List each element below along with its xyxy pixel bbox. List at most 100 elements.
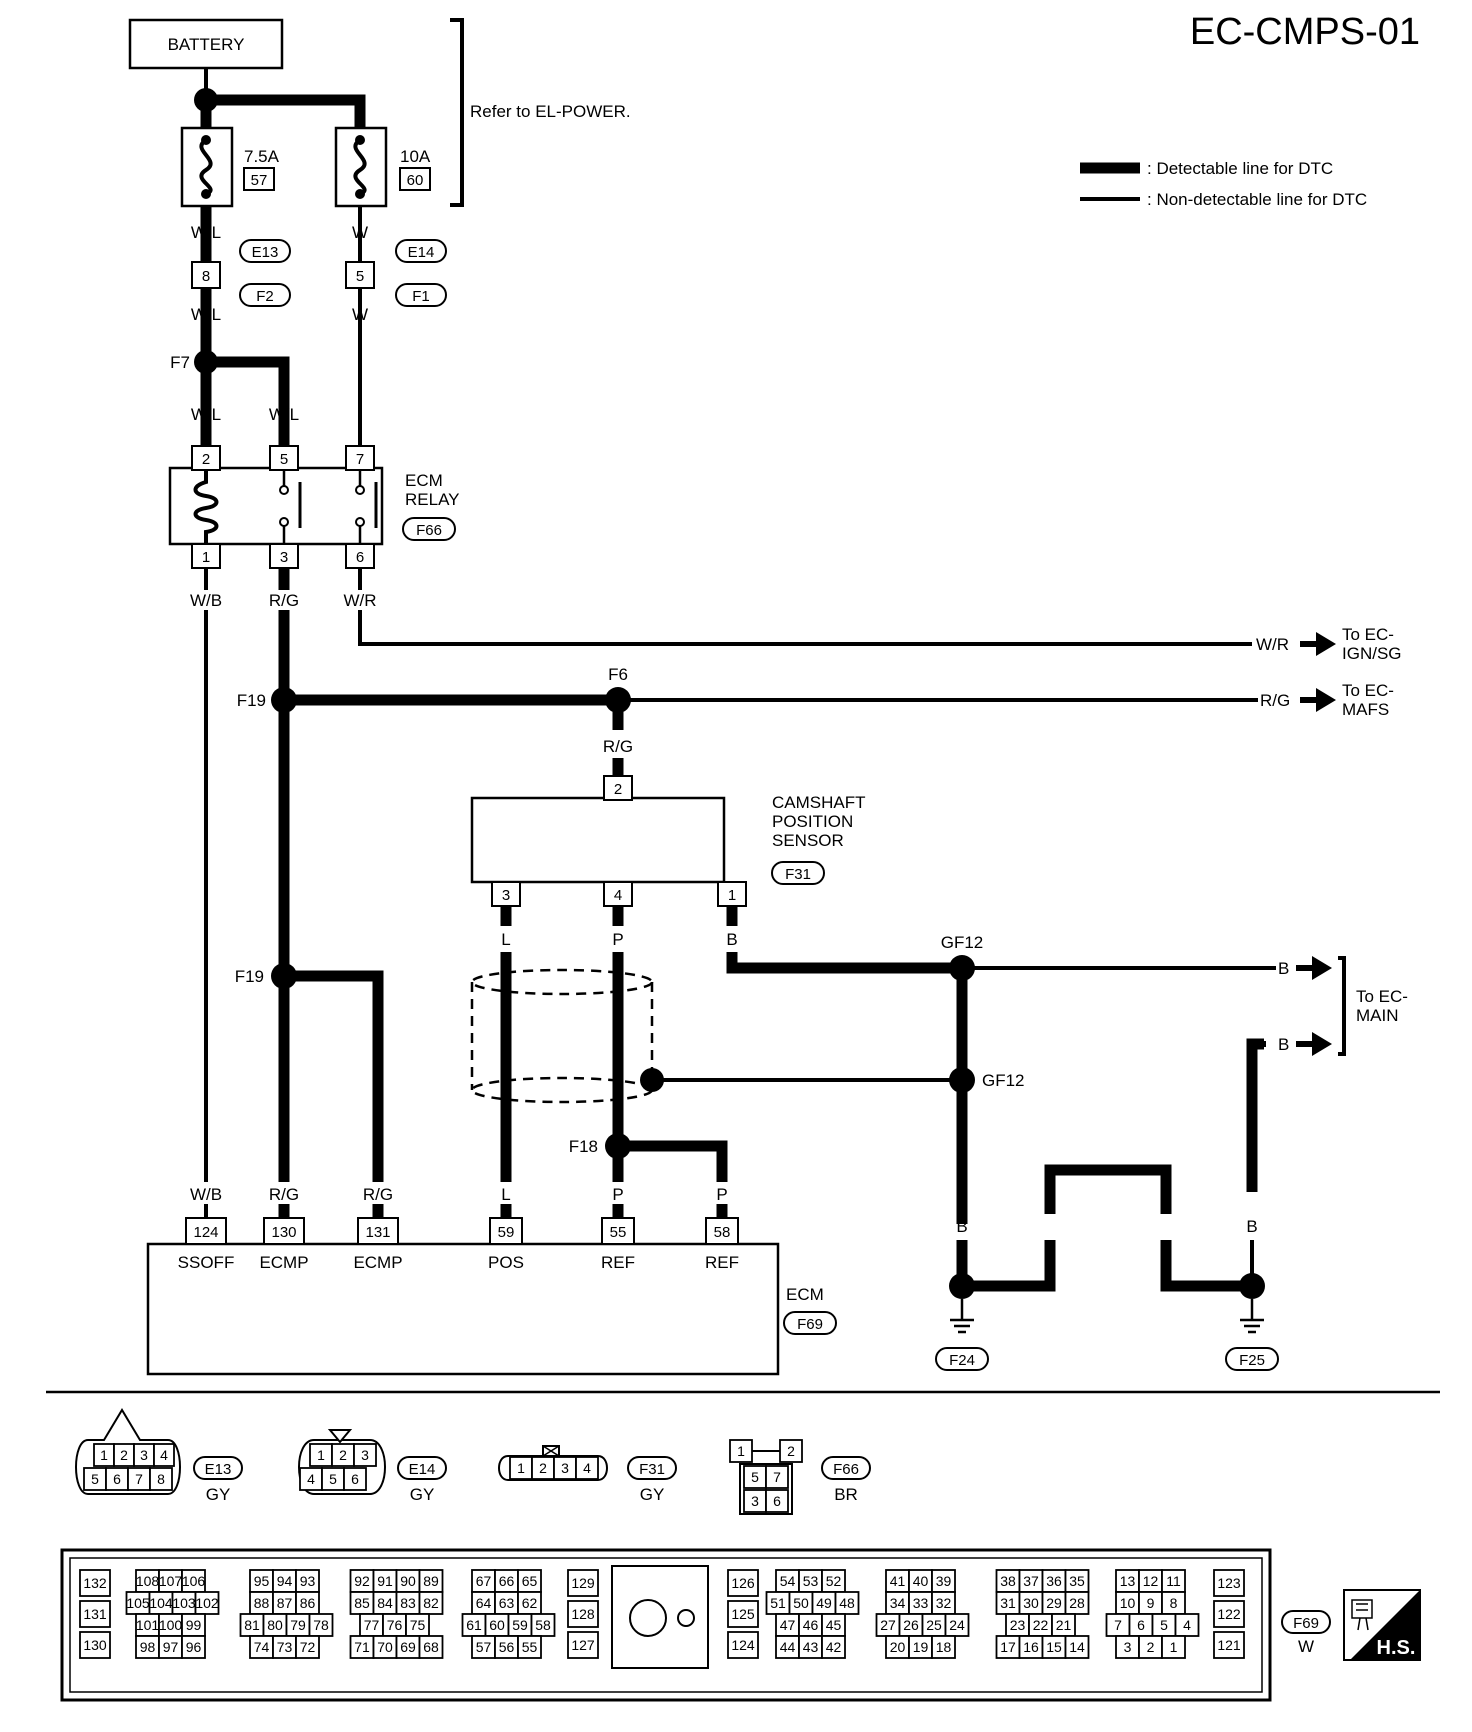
f69-pin-88: 88 [254,1595,270,1611]
dest-ign-2: IGN/SG [1342,644,1402,663]
f69-pin-57: 57 [476,1639,492,1655]
f69-pin-127: 127 [571,1637,595,1653]
f25-badge [1225,1347,1279,1371]
relay-pin-2: 2 [202,451,210,468]
f69-pin-25: 25 [926,1617,942,1633]
f69-pin-14-cell [1064,1635,1090,1659]
f69-pin-94: 94 [277,1573,293,1589]
ground-icon-f24 [950,1299,974,1334]
ecm-pin-58: 58 [714,1224,731,1241]
f69-pin-95: 95 [254,1573,270,1589]
f69-pin-47: 47 [780,1617,796,1633]
e14-badge [395,239,447,263]
ecm-terminal-ref-1: REF [601,1253,635,1272]
f69-pin-102-cell [194,1591,220,1615]
e13-view-badge [193,1456,243,1480]
f66-view-pin-1: 1 [737,1443,745,1459]
f66-view-pin-6-cell [765,1489,789,1513]
junction-gf12-upper-label: GF12 [941,933,984,952]
f66-view-pin-6: 6 [773,1493,781,1509]
f69-pin-105: 105 [126,1595,150,1611]
f69-pin-35: 35 [1069,1573,1085,1589]
f69-pin-23: 23 [1010,1617,1026,1633]
f69-pin-69: 69 [400,1639,416,1655]
f69-pin-80: 80 [267,1617,283,1633]
f69-pin-32: 32 [936,1595,952,1611]
e14-pin-5-label: 5 [356,268,364,285]
battery-label: BATTERY [168,35,245,54]
e14-view-pin-5: 5 [329,1471,337,1487]
camshaft-position-sensor [470,796,726,884]
f1-badge-label: F1 [412,288,430,305]
f69-pin-123: 123 [1217,1575,1241,1591]
f69-pin-100: 100 [159,1617,183,1633]
f69-pin-121-cell [1213,1631,1245,1659]
f2-badge-label: F2 [256,288,274,305]
wire-label-p-3: P [716,1185,727,1204]
f69-pin-72: 72 [300,1639,316,1655]
f69-pin-24: 24 [949,1617,965,1633]
f69-pin-52: 52 [826,1573,842,1589]
relay-coil-icon [193,470,219,544]
cmps-pin-3: 3 [502,887,510,904]
wire-label-rg-1: R/G [269,591,299,610]
wire-label-wr-2: W/R [1256,635,1289,654]
diagram-id: EC-CMPS-01 [1190,11,1420,53]
f69-pin-122-cell [1213,1600,1245,1628]
f2-badge [239,283,291,307]
f69-pin-126: 126 [731,1575,755,1591]
f69-pin-87: 87 [277,1595,293,1611]
f31-badge [771,861,825,885]
ecm-pin-59: 59 [498,1224,515,1241]
relay-pin-7: 7 [356,451,364,468]
f69-pin-38: 38 [1000,1573,1016,1589]
f69-pin-70: 70 [377,1639,393,1655]
f69-pin-132-cell [79,1569,111,1597]
f69-pin-1-cell [1161,1635,1186,1659]
f69-pin-86: 86 [300,1595,316,1611]
ecm-terminal-ref-2: REF [705,1253,739,1272]
f69-pin-96: 96 [186,1639,202,1655]
wire-label-wb-2: W/B [190,1185,222,1204]
e13-view-pin-2: 2 [120,1447,128,1463]
f69-pin-121: 121 [1217,1637,1241,1653]
f69-pin-125-cell [727,1600,759,1628]
f69-pin-90: 90 [400,1573,416,1589]
f69-pin-82-cell [418,1591,444,1615]
f69-pin-29: 29 [1046,1595,1062,1611]
f69-pin-77: 77 [364,1617,380,1633]
f69-pin-8: 8 [1170,1595,1178,1611]
f69-pin-124: 124 [731,1637,755,1653]
f69-pin-60: 60 [489,1617,505,1633]
wire-label-l-1: L [501,930,510,949]
f69-pin-22: 22 [1033,1617,1049,1633]
legend-detectable-label: : Detectable line for DTC [1147,159,1333,178]
wire-label-l-2: L [501,1185,510,1204]
f69-pin-15: 15 [1046,1639,1062,1655]
f66-view-pin-5: 5 [751,1469,759,1485]
ecm-pin-55: 55 [610,1224,627,1241]
f69-pin-82: 82 [423,1595,439,1611]
e14-view-badge [397,1456,447,1480]
f66-badge-label: F66 [416,522,442,539]
ground-junction-f24 [949,1273,975,1299]
f69-pin-46: 46 [803,1617,819,1633]
relay-pin-3: 3 [280,549,288,566]
junction-f19-upper-label: F19 [237,691,266,710]
f69-pin-44: 44 [780,1639,796,1655]
f31-view-badge-label: F31 [639,1461,665,1478]
f69-badge [783,1311,837,1335]
f66-view-pin-2: 2 [787,1443,795,1459]
junction-f7-label: F7 [170,353,190,372]
e13-view-badge-label: E13 [205,1461,232,1478]
f69-pin-78-cell [308,1613,334,1637]
f24-badge [935,1347,989,1371]
f69-pin-19: 19 [913,1639,929,1655]
arrow-to-ign-icon [1316,632,1336,656]
wire-label-wb-1: W/B [190,591,222,610]
f69-pin-108: 108 [136,1573,160,1589]
f69-pin-89: 89 [423,1573,439,1589]
f69-pin-129: 129 [571,1575,595,1591]
